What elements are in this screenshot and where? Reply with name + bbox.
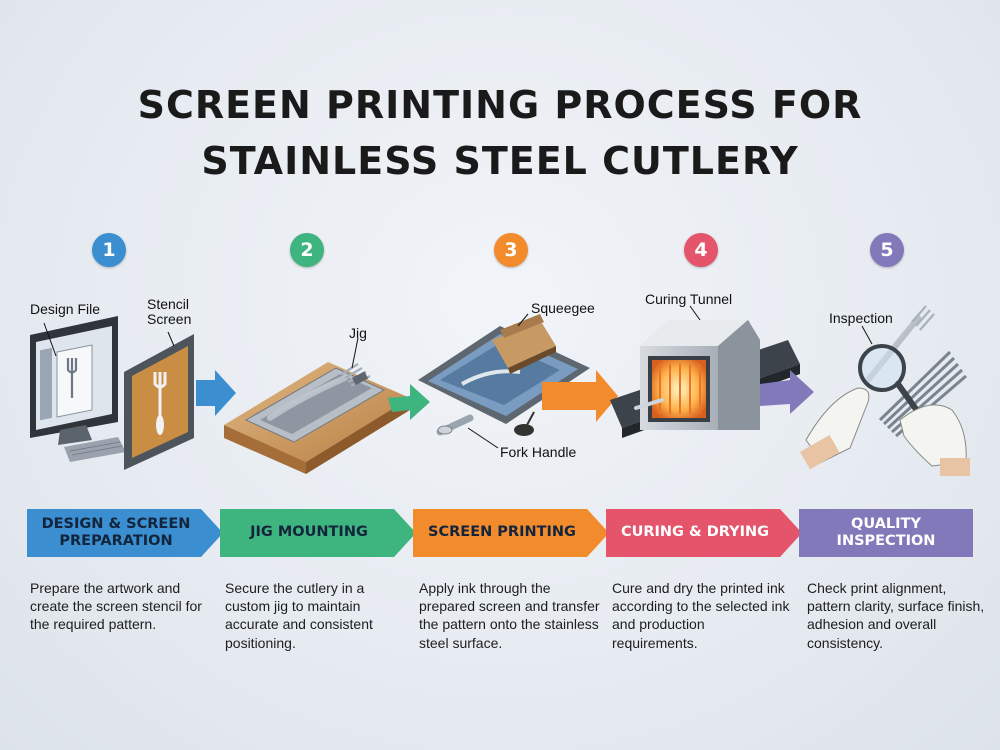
page-title-line-1: SCREEN PRINTING PROCESS FOR [137,83,863,127]
step-4-banner-line-1: CURING & DRYING [620,524,770,541]
step-5-banner-line-1: QUALITY [851,515,921,532]
fork-handle-label: Fork Handle [500,444,577,460]
flow-arrow-4 [760,370,814,414]
step-3-banner-line-1: SCREEN PRINTING [428,524,576,541]
step-4-description: Cure and dry the printed ink according t… [612,580,790,651]
screen-printing-illustration [418,313,590,449]
step-4-number-badge: 4 [684,233,718,267]
step-2-banner-line-1: JIG MOUNTING [250,524,368,541]
jig-illustration [224,337,410,474]
step-1-description: Prepare the artwork and create the scree… [30,580,202,633]
stencil-screen-label-line-1: Stencil [147,296,190,312]
step-3-banner: SCREEN PRINTING [413,509,609,557]
curing-tunnel-illustration [610,305,800,438]
squeegee-label: Squeegee [531,300,595,316]
design-file-label: Design File [30,301,101,317]
flow-arrow-2 [388,384,430,420]
step-5-description: Check print alignment, pattern clarity, … [807,580,985,651]
flow-arrow-3 [542,370,618,422]
curing-tunnel-label: Curing Tunnel [645,291,733,307]
stencil-screen-label-line-2: Screen [147,311,192,327]
quality-inspection-illustration [799,305,970,476]
step-4-banner: CURING & DRYING [606,509,802,557]
step-2-description: Secure the cutlery in a custom jig to ma… [225,580,373,651]
step-2-banner: JIG MOUNTING [220,509,416,557]
step-3-number-badge: 3 [494,233,528,267]
jig-label: Jig [349,325,367,341]
step-5-banner-line-2: INSPECTION [836,533,936,549]
inspection-label: Inspection [829,310,893,326]
flow-arrow-1 [196,370,236,416]
page-title-line-2: STAINLESS STEEL CUTLERY [201,139,799,183]
step-3-description: Apply ink through the prepared screen an… [419,580,600,651]
step-1-banner-line-1: DESIGN & SCREEN [41,515,191,532]
step-2-number-badge: 2 [290,233,324,267]
step-1-number-badge: 1 [92,233,126,267]
step-1-banner-line-2: PREPARATION [59,533,173,549]
design-file-monitor-illustration [30,316,194,470]
step-5-number-badge: 5 [870,233,904,267]
